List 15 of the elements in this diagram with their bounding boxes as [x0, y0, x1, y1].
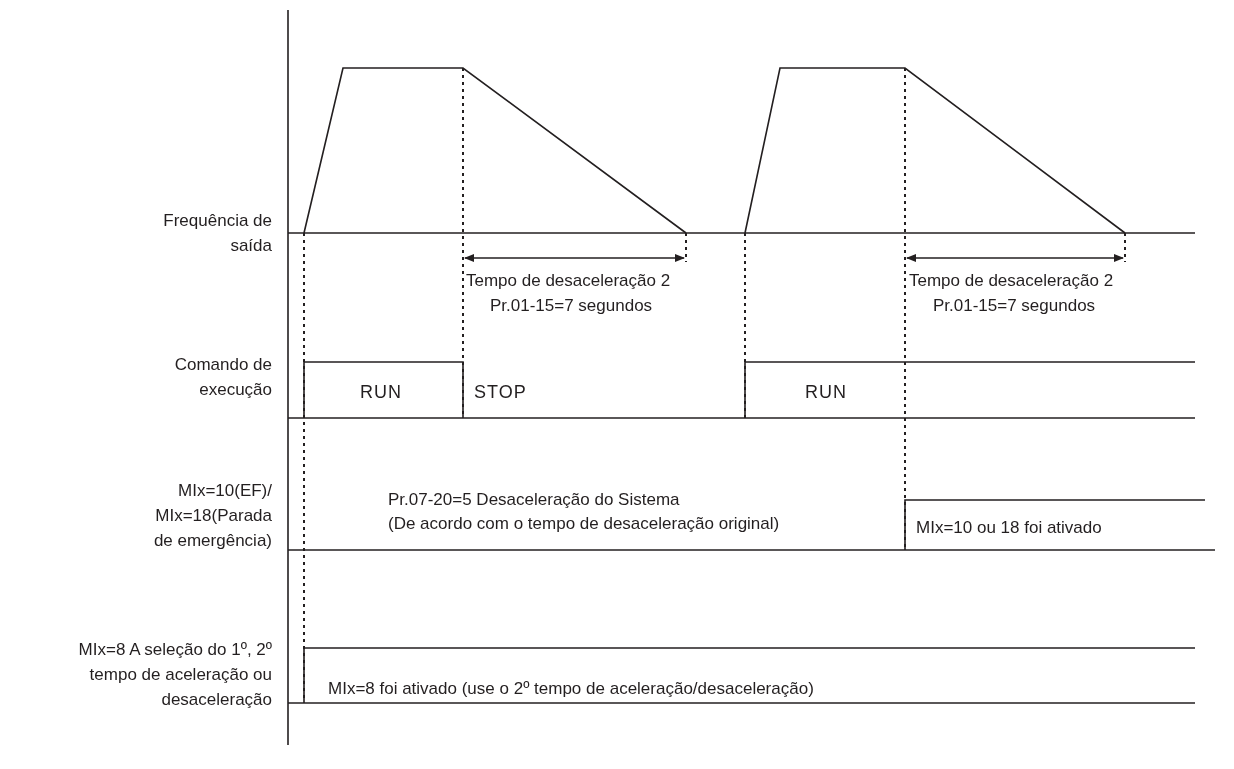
- row-label: Frequência de saída: [162, 210, 272, 257]
- row-label: Comando de execução: [173, 354, 272, 401]
- time-annotation: Tempo de desaceleração 2: [909, 270, 1114, 292]
- signal-note: MIx=8 foi ativado (use o 2º tempo de aceleração/desaceleração): [328, 678, 814, 700]
- time-annotation: Pr.01-15=7 segundos: [490, 295, 653, 317]
- time-annotation: Tempo de desaceleração 2: [466, 270, 671, 292]
- state-label: RUN: [360, 381, 402, 404]
- row-label: MIx=10(EF)/ MIx=18(Parada de emergência): [152, 480, 272, 552]
- time-annotation: Pr.01-15=7 segundos: [933, 295, 1096, 317]
- state-label: RUN: [805, 381, 847, 404]
- row-label: MIx=8 A seleção do 1º, 2º tempo de aceleração ou desaceleração: [77, 639, 272, 711]
- signal-note: (De acordo com o tempo de desaceleração original): [388, 513, 780, 535]
- signal-note: MIx=10 ou 18 foi ativado: [916, 517, 1102, 539]
- state-label: STOP: [474, 381, 527, 404]
- signal-note: Pr.07-20=5 Desaceleração do Sistema: [388, 489, 680, 511]
